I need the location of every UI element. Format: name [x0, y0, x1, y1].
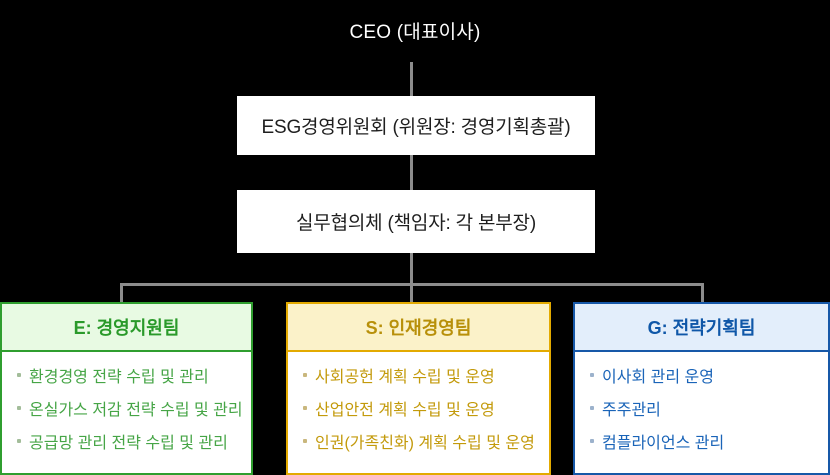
- bullet-dot-icon: [303, 372, 307, 377]
- bullet-dot-icon: [590, 405, 594, 410]
- team-item: 이사회 관리 운영: [590, 358, 824, 391]
- team-item: 온실가스 저감 전략 수립 및 관리: [17, 391, 247, 424]
- council-node: 실무협의체 (책임자: 각 본부장): [237, 190, 595, 253]
- team-item: 사회공헌 계획 수립 및 운영: [303, 358, 545, 391]
- team-item: 공급망 관리 전략 수립 및 관리: [17, 424, 247, 457]
- team-item-label: 산업안전 계획 수립 및 운영: [315, 401, 495, 419]
- bullet-dot-icon: [303, 438, 307, 443]
- connector-council-to-branch: [410, 253, 413, 302]
- bullet-dot-icon: [17, 438, 21, 443]
- bullet-dot-icon: [303, 405, 307, 410]
- team-g-item-list: 이사회 관리 운영 주주관리 컴플라이언스 관리: [575, 352, 828, 473]
- bullet-dot-icon: [17, 405, 21, 410]
- branch-horizontal-connector: [120, 283, 704, 286]
- branch-drop-left: [120, 284, 123, 302]
- team-item: 환경경영 전략 수립 및 관리: [17, 358, 247, 391]
- team-e-item-list: 환경경영 전략 수립 및 관리 온실가스 저감 전략 수립 및 관리 공급망 관…: [2, 352, 251, 473]
- team-item: 주주관리: [590, 391, 824, 424]
- team-column-s: S: 인재경영팀 사회공헌 계획 수립 및 운영 산업안전 계획 수립 및 운영…: [286, 302, 551, 475]
- team-item-label: 이사회 관리 운영: [602, 368, 714, 386]
- bullet-dot-icon: [590, 372, 594, 377]
- branch-drop-right: [701, 284, 704, 302]
- team-item-label: 온실가스 저감 전략 수립 및 관리: [29, 401, 243, 419]
- team-g-header: G: 전략기획팀: [575, 304, 828, 352]
- connector-committee-to-council: [410, 155, 413, 190]
- team-column-e: E: 경영지원팀 환경경영 전략 수립 및 관리 온실가스 저감 전략 수립 및…: [0, 302, 253, 475]
- team-item-label: 주주관리: [602, 401, 661, 419]
- team-item-label: 환경경영 전략 수립 및 관리: [29, 368, 209, 386]
- team-item-label: 공급망 관리 전략 수립 및 관리: [29, 434, 228, 452]
- team-s-item-list: 사회공헌 계획 수립 및 운영 산업안전 계획 수립 및 운영 인권(가족친화)…: [288, 352, 549, 473]
- bullet-dot-icon: [590, 438, 594, 443]
- team-item: 산업안전 계획 수립 및 운영: [303, 391, 545, 424]
- team-s-header: S: 인재경영팀: [288, 304, 549, 352]
- team-item-label: 컴플라이언스 관리: [602, 434, 725, 452]
- connector-ceo-to-committee: [410, 62, 413, 96]
- team-item: 컴플라이언스 관리: [590, 424, 824, 457]
- team-item-label: 인권(가족친화) 계획 수립 및 운영: [315, 434, 535, 452]
- ceo-root-label: CEO (대표이사): [349, 22, 481, 43]
- team-e-header: E: 경영지원팀: [2, 304, 251, 352]
- bullet-dot-icon: [17, 372, 21, 377]
- team-item-label: 사회공헌 계획 수립 및 운영: [315, 368, 495, 386]
- team-column-g: G: 전략기획팀 이사회 관리 운영 주주관리 컴플라이언스 관리: [573, 302, 830, 475]
- team-item: 인권(가족친화) 계획 수립 및 운영: [303, 424, 545, 457]
- committee-node: ESG경영위원회 (위원장: 경영기획총괄): [237, 96, 595, 155]
